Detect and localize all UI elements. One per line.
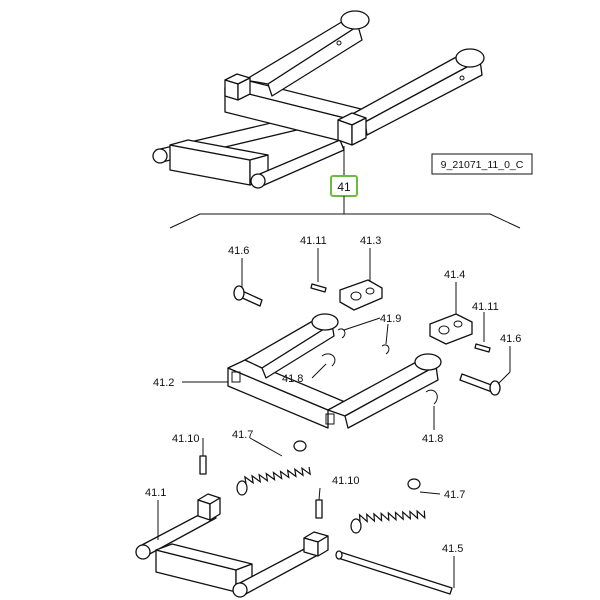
callout-41-5: 41.5	[442, 543, 463, 555]
callout-41-11-left: 41.11	[300, 235, 327, 247]
link-41-1	[135, 493, 329, 598]
assembly-number: 41	[337, 180, 351, 194]
callout-41-11-right: 41.11	[472, 301, 499, 313]
rod-41-5	[335, 550, 453, 595]
callout-41-6-right: 41.6	[500, 333, 521, 345]
callout-41-3: 41.3	[360, 235, 381, 247]
callout-41-10-left: 41.10	[172, 433, 200, 445]
callout-41-7-left: 41.7	[232, 429, 253, 441]
callout-41-1: 41.1	[145, 487, 166, 499]
callout-41-7-right: 41.7	[444, 489, 465, 501]
drawing-ref: 9_21071_11_0_C	[441, 159, 524, 171]
spring-41-7-right	[350, 478, 426, 534]
callout-41-8-right: 41.8	[422, 433, 443, 445]
spring-41-7-left	[236, 440, 311, 496]
callout-41-8-left: 41.8	[282, 373, 303, 385]
callout-41-2: 41.2	[153, 377, 174, 389]
callout-41-10-right: 41.10	[332, 475, 360, 487]
pin-41-6-right	[459, 373, 501, 396]
pin-41-6-left	[233, 285, 263, 307]
bushing-41-4	[429, 313, 473, 345]
callout-41-6-left: 41.6	[228, 245, 249, 257]
drawing-ref-box	[431, 153, 533, 175]
bushing-41-3	[339, 279, 383, 311]
callout-41-4: 41.4	[444, 269, 465, 281]
callout-41-9: 41.9	[380, 313, 401, 325]
assembled-frame	[152, 10, 485, 189]
arm-41-2	[227, 313, 442, 429]
